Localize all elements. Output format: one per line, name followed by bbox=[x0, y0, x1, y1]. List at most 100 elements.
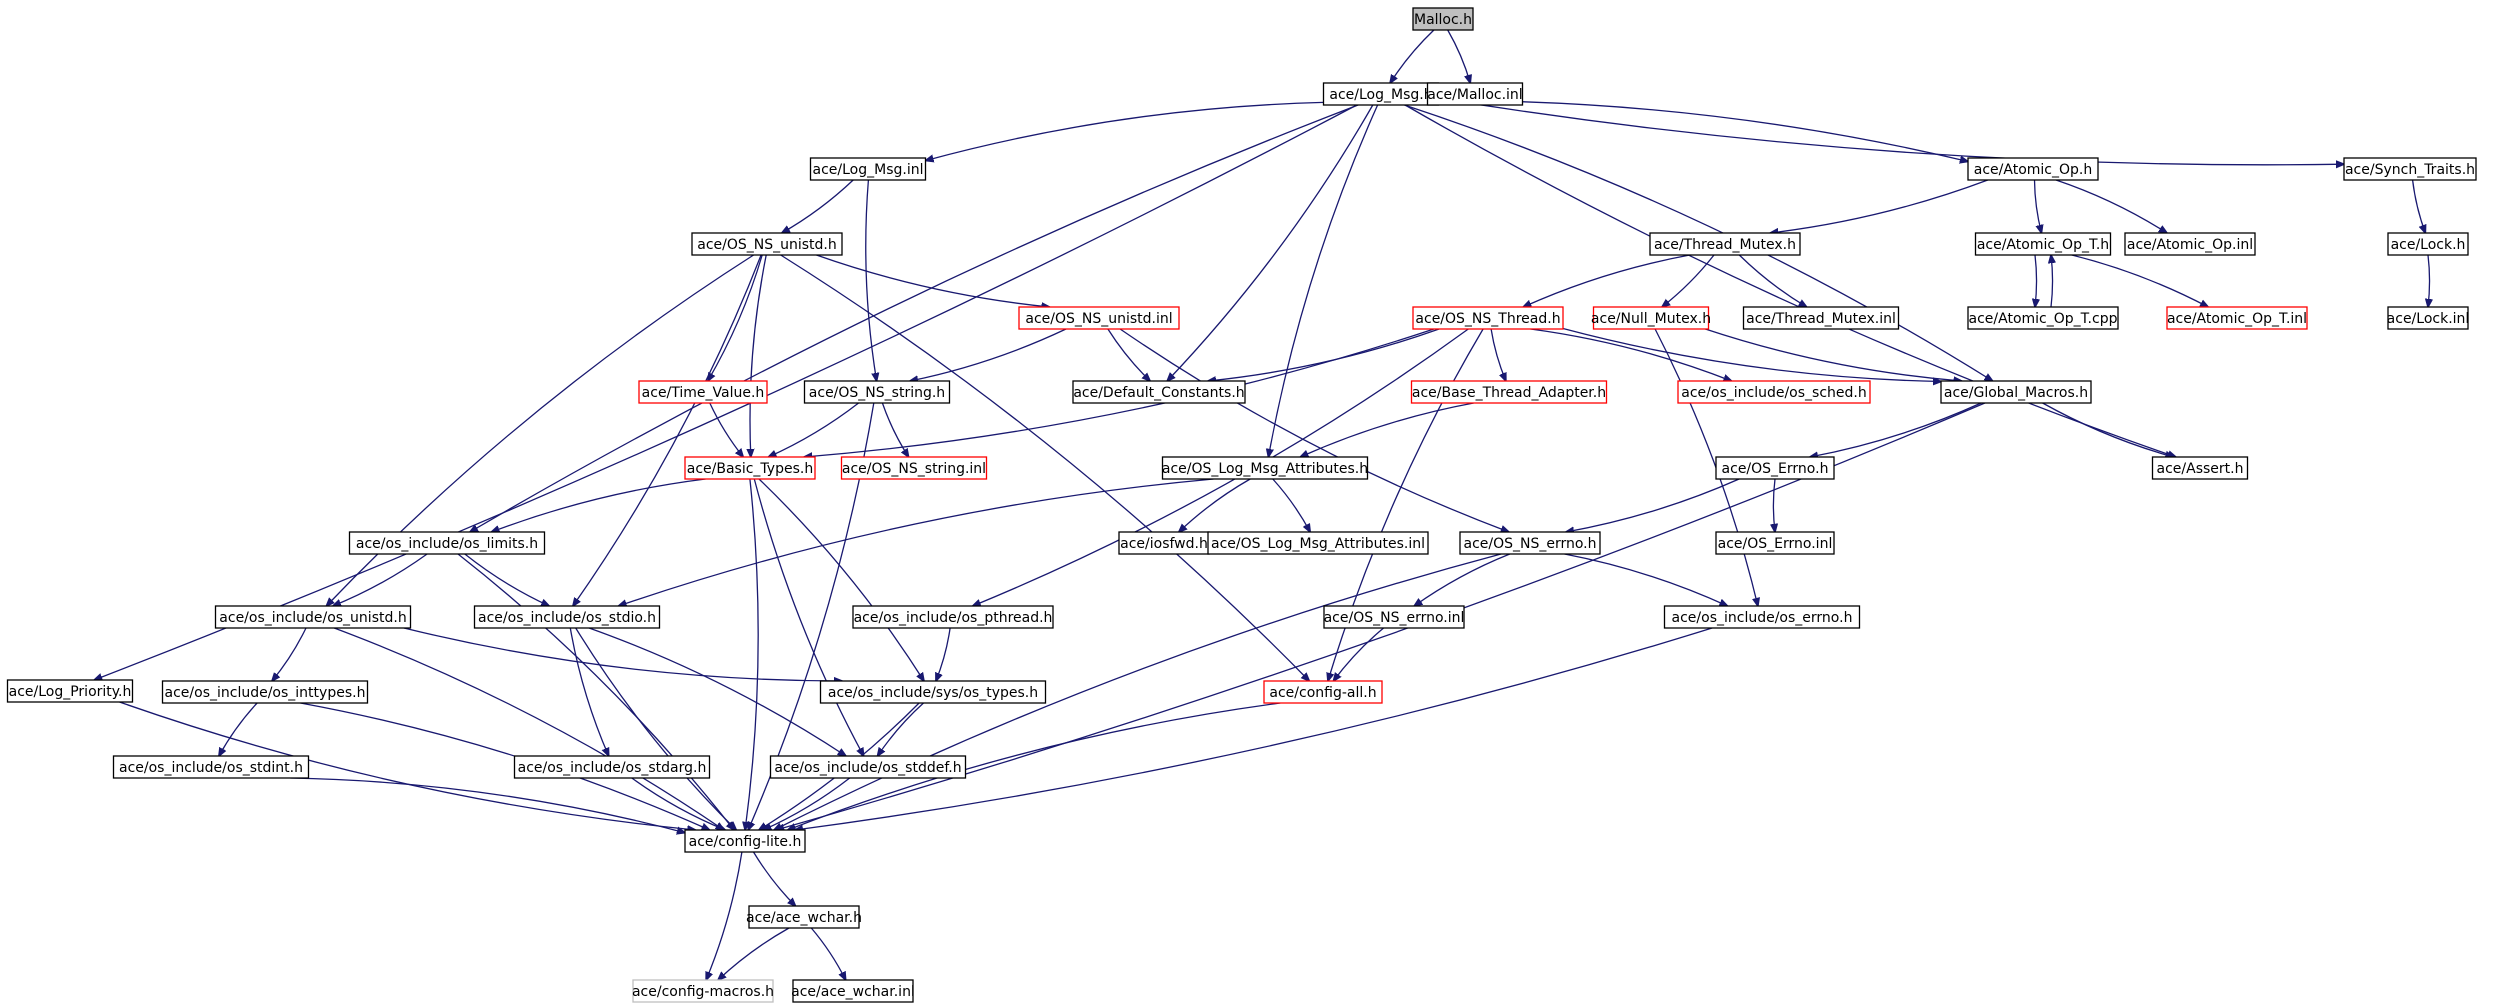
node-iosfwd-h[interactable]: ace/iosfwd.h bbox=[1118, 531, 1210, 555]
edge-lock_h-to-lock_inl bbox=[2428, 254, 2430, 307]
node-box bbox=[1161, 456, 1369, 480]
edge-os_errno_h-to-os_ns_errno_h bbox=[1566, 478, 1740, 532]
node-os-ns-errno-h[interactable]: ace/OS_NS_errno.h bbox=[1459, 531, 1601, 555]
node-label: ace/os_include/os_errno.h bbox=[1672, 610, 1853, 626]
node-malloc-inl[interactable]: ace/Malloc.inl bbox=[1426, 82, 1524, 106]
edge-log_msg_h-to-os_limits_h bbox=[470, 104, 1359, 532]
node-box bbox=[1412, 306, 1564, 330]
node-log-priority-h[interactable]: ace/Log_Priority.h bbox=[6, 679, 134, 703]
node-label: ace/Log_Priority.h bbox=[9, 684, 132, 700]
node-log-msg-h[interactable]: ace/Log_Msg.h bbox=[1322, 82, 1440, 106]
node-label: ace/os_include/os_stdint.h bbox=[119, 760, 303, 776]
node-box bbox=[1967, 306, 2119, 330]
node-config-all-h[interactable]: ace/config-all.h bbox=[1263, 680, 1383, 704]
edge-os_ns_errno_h-to-config_lite_h bbox=[774, 553, 1502, 830]
node-time-value-h[interactable]: ace/Time_Value.h bbox=[638, 380, 768, 404]
node-os-errno-inl[interactable]: ace/OS_Errno.inl bbox=[1715, 531, 1835, 555]
edge-os_inc_errno_h-to-config_lite_h bbox=[795, 627, 1713, 830]
node-os-inttypes-h[interactable]: ace/os_include/os_inttypes.h bbox=[161, 680, 369, 704]
node-atomic-op-h[interactable]: ace/Atomic_Op.h bbox=[1967, 157, 2099, 181]
edge-os_ns_unistd_h-to-os_ns_unistd_inl bbox=[816, 254, 1049, 307]
node-os-ns-unistd-h[interactable]: ace/OS_NS_unistd.h bbox=[691, 232, 843, 256]
node-os-errno-h[interactable]: ace/OS_Errno.h bbox=[1715, 456, 1835, 480]
node-synch-traits-h[interactable]: ace/Synch_Traits.h bbox=[2343, 157, 2477, 181]
edge-atomic_op_h-to-atomic_op_inl bbox=[2055, 179, 2167, 233]
node-box bbox=[1459, 531, 1601, 555]
node-os-stdio-h[interactable]: ace/os_include/os_stdio.h bbox=[473, 605, 661, 629]
node-os-unistd-h[interactable]: ace/os_include/os_unistd.h bbox=[214, 605, 412, 629]
node-label: ace/Malloc.inl bbox=[1427, 87, 1522, 103]
node-malloc-h[interactable]: Malloc.h bbox=[1412, 7, 1474, 31]
node-os-ns-string-inl[interactable]: ace/OS_NS_string.inl bbox=[840, 456, 988, 480]
node-os-ns-unistd-inl[interactable]: ace/OS_NS_unistd.inl bbox=[1018, 306, 1180, 330]
node-box bbox=[632, 979, 774, 1003]
node-thread-mutex-h[interactable]: ace/Thread_Mutex.h bbox=[1649, 232, 1801, 256]
edge-thread_mutex_h-to-null_mutex_h bbox=[1662, 254, 1715, 307]
edge-atomic_op_t_h-to-atomic_op_t_inl bbox=[2071, 254, 2208, 307]
node-thread-mutex-inl[interactable]: ace/Thread_Mutex.inl bbox=[1742, 306, 1900, 330]
node-box bbox=[1715, 456, 1835, 480]
node-lock-inl[interactable]: ace/Lock.inl bbox=[2387, 306, 2470, 330]
node-assert-h[interactable]: ace/Assert.h bbox=[2151, 456, 2249, 480]
node-label: ace/os_include/sys/os_types.h bbox=[828, 685, 1038, 701]
node-atomic-op-t-cpp[interactable]: ace/Atomic_Op_T.cpp bbox=[1967, 306, 2119, 330]
node-base-thread-adapter-h[interactable]: ace/Base_Thread_Adapter.h bbox=[1410, 380, 1608, 404]
edge-ace_wchar_h-to-ace_wchar_inl bbox=[810, 927, 845, 980]
edge-os_ns_unistd_h-to-os_stdio_h bbox=[573, 254, 762, 606]
node-os-stdarg-h[interactable]: ace/os_include/os_stdarg.h bbox=[513, 755, 711, 779]
edge-os_limits_h-to-os_unistd_h bbox=[333, 553, 428, 606]
node-os-limits-h[interactable]: ace/os_include/os_limits.h bbox=[348, 531, 546, 555]
node-os-ns-thread-h[interactable]: ace/OS_NS_Thread.h bbox=[1412, 306, 1564, 330]
node-label: ace/OS_NS_string.inl bbox=[842, 461, 986, 477]
node-box bbox=[1663, 605, 1861, 629]
node-ace-wchar-inl[interactable]: ace/ace_wchar.inl bbox=[791, 979, 915, 1003]
node-label: ace/os_include/os_limits.h bbox=[356, 536, 538, 552]
node-box bbox=[1412, 7, 1474, 31]
node-box bbox=[348, 531, 546, 555]
node-os-ns-errno-inl[interactable]: ace/OS_NS_errno.inl bbox=[1323, 605, 1465, 629]
edge-basic_types_h-to-os_stddef_h bbox=[753, 478, 863, 756]
node-os-pthread-h[interactable]: ace/os_include/os_pthread.h bbox=[852, 605, 1054, 629]
node-os-inc-errno-h[interactable]: ace/os_include/os_errno.h bbox=[1663, 605, 1861, 629]
node-atomic-op-t-inl[interactable]: ace/Atomic_Op_T.inl bbox=[2166, 306, 2308, 330]
node-box bbox=[748, 905, 860, 929]
edge-malloc_h-to-log_msg_h bbox=[1390, 29, 1435, 83]
node-sys-os-types-h[interactable]: ace/os_include/sys/os_types.h bbox=[819, 680, 1047, 704]
edge-config_all_h-to-config_lite_h bbox=[788, 702, 1281, 830]
node-default-constants-h[interactable]: ace/Default_Constants.h bbox=[1072, 380, 1246, 404]
edge-malloc_h-to-malloc_inl bbox=[1447, 29, 1471, 83]
node-ace-wchar-h[interactable]: ace/ace_wchar.h bbox=[746, 905, 862, 929]
node-box bbox=[1426, 82, 1524, 106]
node-os-ns-string-h[interactable]: ace/OS_NS_string.h bbox=[803, 380, 951, 404]
node-basic-types-h[interactable]: ace/Basic_Types.h bbox=[684, 456, 816, 480]
node-config-macros-h[interactable]: ace/config-macros.h bbox=[632, 979, 774, 1003]
node-label: ace/OS_Log_Msg_Attributes.h bbox=[1162, 461, 1368, 477]
node-os-stddef-h[interactable]: ace/os_include/os_stddef.h bbox=[769, 755, 967, 779]
node-label: ace/OS_Log_Msg_Attributes.inl bbox=[1211, 536, 1425, 552]
node-log-msg-inl[interactable]: ace/Log_Msg.inl bbox=[809, 157, 927, 181]
node-box bbox=[1967, 157, 2099, 181]
node-os-sched-h[interactable]: ace/os_include/os_sched.h bbox=[1677, 380, 1871, 404]
node-atomic-op-t-h[interactable]: ace/Atomic_Op_T.h bbox=[1974, 232, 2112, 256]
edge-os_unistd_h-to-config_lite_h bbox=[333, 627, 724, 830]
edge-os_ns_thread_h-to-base_thread_adapter_h bbox=[1490, 328, 1506, 381]
node-atomic-op-inl[interactable]: ace/Atomic_Op.inl bbox=[2124, 232, 2256, 256]
node-label: ace/Thread_Mutex.inl bbox=[1746, 311, 1896, 327]
node-label: ace/Synch_Traits.h bbox=[2345, 162, 2475, 178]
node-os-stdint-h[interactable]: ace/os_include/os_stdint.h bbox=[112, 755, 310, 779]
node-os-log-msg-attributes-inl[interactable]: ace/OS_Log_Msg_Attributes.inl bbox=[1207, 531, 1429, 555]
node-config-lite-h[interactable]: ace/config-lite.h bbox=[684, 829, 806, 853]
edge-os_ns_unistd_inl-to-os_ns_errno_h bbox=[1119, 328, 1509, 532]
edge-os_ns_thread_h-to-basic_types_h bbox=[804, 328, 1435, 457]
node-box bbox=[1592, 306, 1710, 330]
node-os-log-msg-attributes-h[interactable]: ace/OS_Log_Msg_Attributes.h bbox=[1161, 456, 1369, 480]
node-global-macros-h[interactable]: ace/Global_Macros.h bbox=[1940, 380, 2092, 404]
node-lock-h[interactable]: ace/Lock.h bbox=[2387, 232, 2469, 256]
node-label: ace/Atomic_Op_T.cpp bbox=[1969, 311, 2118, 327]
node-box bbox=[1649, 232, 1801, 256]
edge-basic_types_h-to-config_lite_h bbox=[745, 478, 759, 830]
node-box bbox=[1018, 306, 1180, 330]
edge-ace_wchar_h-to-config_macros_h bbox=[718, 927, 790, 980]
node-null-mutex-h[interactable]: ace/Null_Mutex.h bbox=[1591, 306, 1711, 330]
